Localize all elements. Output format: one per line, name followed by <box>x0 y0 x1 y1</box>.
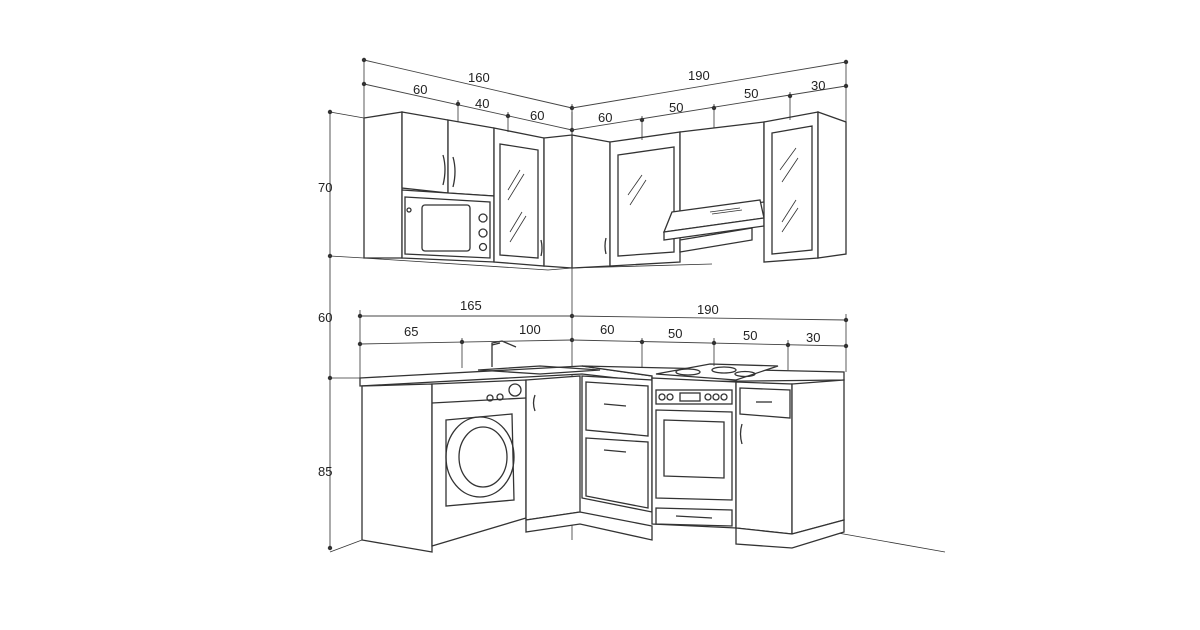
lower-corner-plinth <box>525 511 653 541</box>
lower-right-part-4-label: 30 <box>806 330 820 345</box>
dimension-labels: 160 60 40 60 190 60 50 50 30 70 60 85 16… <box>318 68 825 479</box>
drawer-unit <box>581 375 653 513</box>
gap-height-label: 60 <box>318 310 332 325</box>
lower-right-total-label: 190 <box>697 302 719 317</box>
lower-right-part-3-label: 50 <box>743 328 757 343</box>
lower-left-end-panel <box>361 383 433 553</box>
upper-right-end-panel <box>817 111 847 259</box>
right-base-cabinet <box>735 379 845 535</box>
glass-cabinet-left <box>493 127 545 267</box>
upper-height-label: 70 <box>318 180 332 195</box>
washing-machine <box>431 379 527 547</box>
upper-right-part-3-label: 50 <box>744 86 758 101</box>
lower-left-part-2-label: 100 <box>519 322 541 337</box>
upper-left-part-1-label: 60 <box>413 82 427 97</box>
glass-cabinet-right <box>609 131 681 267</box>
microwave <box>404 196 491 259</box>
lower-cabinets <box>359 340 845 553</box>
sink <box>477 340 601 375</box>
lower-right-part-1-label: 60 <box>600 322 614 337</box>
upper-right-total-label: 190 <box>688 68 710 83</box>
upper-left-end-panel <box>363 111 403 259</box>
upper-cabinet-1 <box>401 111 449 194</box>
corner-cabinet <box>543 134 611 269</box>
upper-cabinet-2 <box>447 119 495 197</box>
lower-left-part-1-label: 65 <box>404 324 418 339</box>
upper-cabinets <box>363 111 847 271</box>
oven-stove <box>651 363 779 529</box>
lower-right-plinth <box>735 519 845 549</box>
upper-left-part-2-label: 40 <box>475 96 489 111</box>
lower-right-part-2-label: 50 <box>668 326 682 341</box>
hood-cabinet <box>679 121 765 213</box>
lower-left-total-label: 165 <box>460 298 482 313</box>
upper-right-part-4-label: 30 <box>811 78 825 93</box>
dimensions <box>327 57 849 551</box>
upper-left-total-label: 160 <box>468 70 490 85</box>
upper-right-part-2-label: 50 <box>669 100 683 115</box>
lower-height-label: 85 <box>318 464 332 479</box>
upper-left-part-3-label: 60 <box>530 108 544 123</box>
upper-right-part-1-label: 60 <box>598 110 612 125</box>
